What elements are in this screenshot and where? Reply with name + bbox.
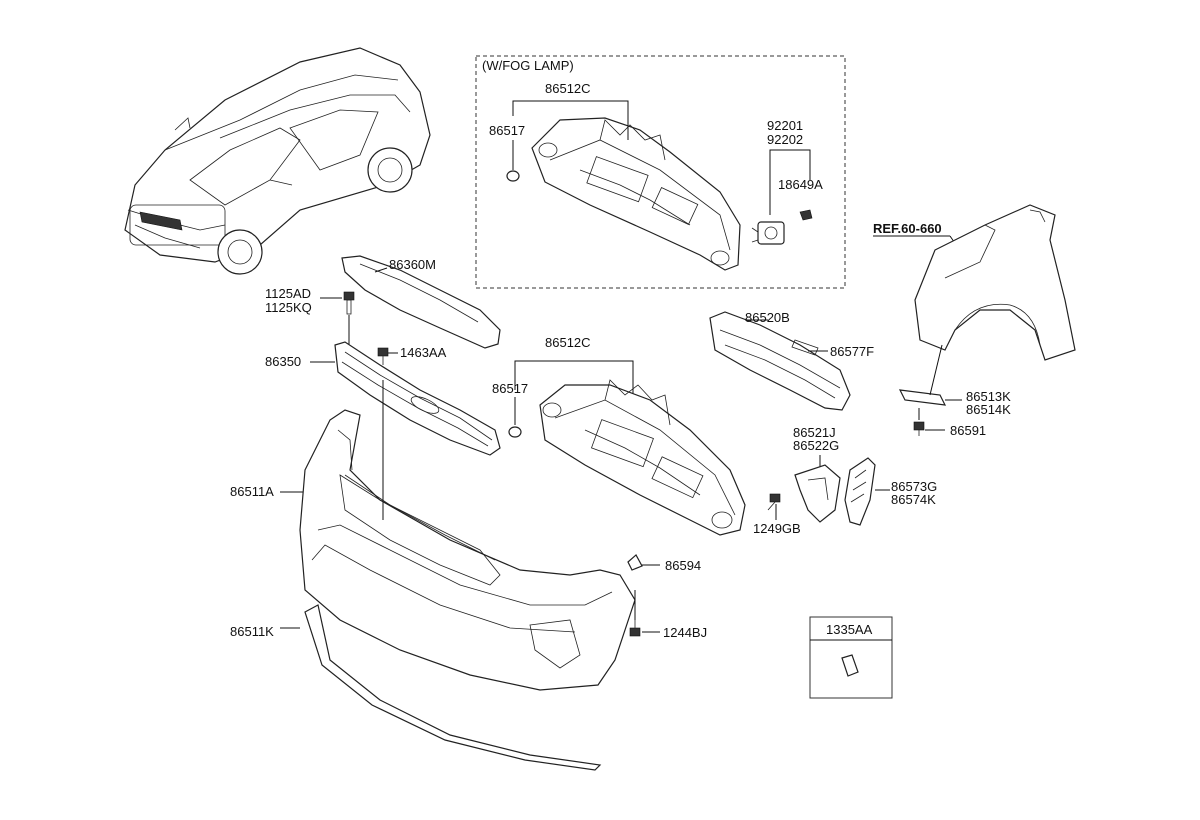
bolt-1125ad-label: 1125AD [265,286,311,301]
lower-molding-86511k [304,604,602,771]
grille-86350-label: 86350 [265,354,301,369]
fog-lamp-label-a: 92201 [767,118,803,133]
inset-box-label: 1335AA [826,622,873,637]
bracket-86513k-label: 86513K [966,389,1011,404]
nut-1463aa [377,347,389,365]
fog-lamp-assembly [751,221,785,245]
side-bracket-86521j [794,464,841,523]
grille-86350 [334,341,501,456]
bumper-label: 86511A [230,484,274,499]
fender [914,204,1076,361]
fog-clip-18649a [799,209,813,221]
bracket-86574k-label: 86574K [891,492,936,507]
main-cap-label: 86517 [492,381,528,396]
car-illustration [124,47,431,275]
front-bumper-86511a [299,409,636,691]
bracket-86514k-label: 86514K [966,402,1011,417]
ref-label: REF.60-660 [873,221,942,236]
clip-86594 [627,554,643,571]
fog-lamp-group-box [475,55,846,289]
main-grille-86512c [539,379,746,536]
pad-86577f [791,339,819,356]
energy-absorber-86520b [709,311,851,411]
inner-bracket [339,474,501,586]
fog-grille-label: 86512C [545,81,591,96]
bolt-1125kq-label: 1125KQ [265,300,312,315]
bolt-1249gb [767,493,781,511]
screw-86591 [913,421,925,436]
bracket-86522g-label: 86522G [793,438,839,453]
fog-clip-label: 18649A [778,177,823,192]
clip-1335aa [841,654,859,677]
fog-cap-86517 [506,170,520,182]
fog-lamp-group-title: (W/FOG LAMP) [482,58,574,73]
main-cap-86517 [508,426,522,438]
clip-86594-label: 86594 [665,558,701,573]
upper-cover-label: 86360M [389,257,436,272]
nut-1463aa-label: 1463AA [400,345,447,360]
main-grille-label: 86512C [545,335,591,350]
fog-cap-label: 86517 [489,123,525,138]
molding-label: 86511K [230,624,274,639]
side-bracket-86573g [844,457,876,526]
fog-grille-86512c [531,117,741,271]
bracket-86521j-label: 86521J [793,425,836,440]
bolt-1249gb-label: 1249GB [753,521,801,536]
absorber-label: 86520B [745,310,790,325]
bracket-86513k [898,389,947,406]
leader-main-grille [514,360,634,400]
bracket-86573g-label: 86573G [891,479,937,494]
upper-cover-86360m [341,255,501,349]
bolt-1244bj-label: 1244BJ [663,625,707,640]
leader-fog-lamp [769,149,811,215]
fog-lamp-label-b: 92202 [767,132,803,147]
bolt-1244bj [629,620,641,637]
leader-fog-grille [512,100,629,140]
pad-label: 86577F [830,344,874,359]
bolt-1125ad [343,291,355,315]
screw-86591-label: 86591 [950,423,986,438]
